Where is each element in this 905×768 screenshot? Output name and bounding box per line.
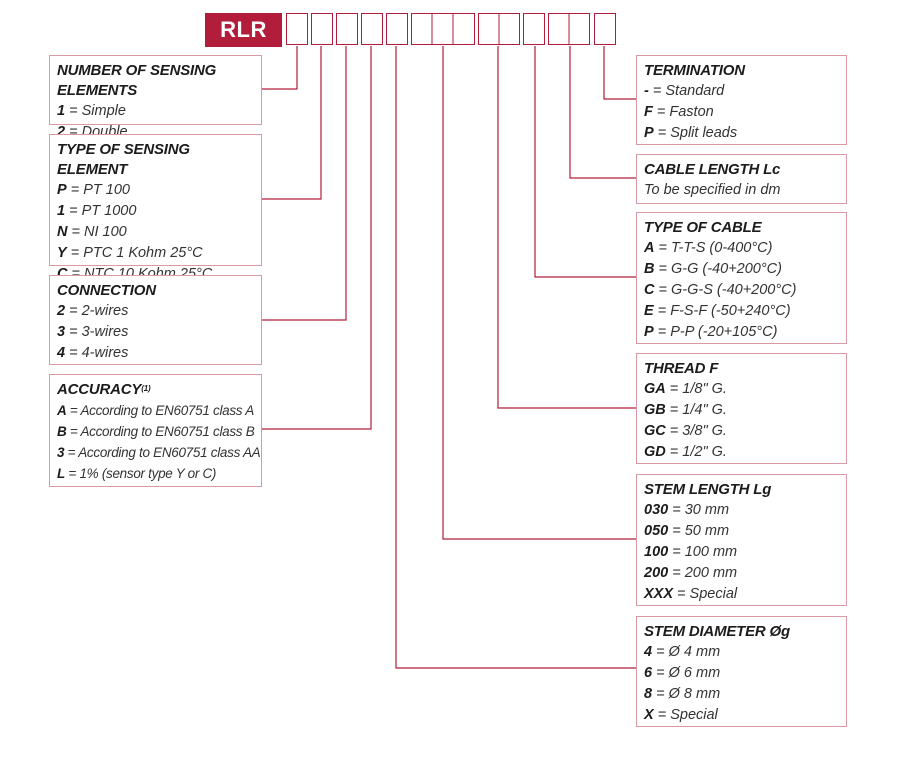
option-row: 2 = 2-wires — [57, 303, 129, 319]
box-title: TYPE OF CABLE — [644, 219, 762, 236]
box-type-of-sensing-element: TYPE OF SENSING ELEMENT P = PT 100 1 = P… — [49, 134, 262, 282]
option-row: 3 = According to EN60751 class AA — [57, 445, 261, 460]
option-row: GC = 3/8" G. — [644, 423, 727, 439]
product-code-prefix: RLR — [205, 13, 282, 47]
box-accuracy: ACCURACY(1) A = According to EN60751 cla… — [49, 374, 262, 487]
option-row: A = According to EN60751 class A — [57, 403, 254, 418]
option-row: 3 = 3-wires — [57, 324, 129, 340]
box-title: ACCURACY(1) — [57, 381, 151, 398]
option-row: A = T-T-S (0-400°C) — [644, 240, 773, 256]
wire-stem-length — [442, 46, 636, 540]
box-stem-diameter: STEM DIAMETER Øg 4 = Ø 4 mm 6 = Ø 6 mm 8… — [636, 616, 847, 727]
box-type-of-cable: TYPE OF CABLE A = T-T-S (0-400°C) B = G-… — [636, 212, 847, 344]
option-row: 1 = PT 1000 — [57, 203, 137, 219]
box-title: STEM DIAMETER Øg — [644, 623, 790, 640]
wire-connection — [262, 46, 347, 321]
code-slot-termination — [594, 13, 616, 45]
code-slot-sensing-type — [311, 13, 333, 45]
wire-cable-type — [534, 46, 636, 278]
code-slot-connection — [336, 13, 358, 45]
option-row: 4 = 4-wires — [57, 345, 129, 361]
option-row: F = Faston — [644, 104, 714, 120]
option-row: B = According to EN60751 class B — [57, 424, 255, 439]
option-row: 8 = Ø 8 mm — [644, 686, 721, 702]
box-title: STEM LENGTH Lg — [644, 481, 772, 498]
box-thread: THREAD F GA = 1/8" G. GB = 1/4" G. GC = … — [636, 353, 847, 464]
option-row: GA = 1/8" G. — [644, 381, 727, 397]
wire-thread — [497, 46, 636, 409]
box-title: NUMBER OF SENSING ELEMENTS — [57, 62, 217, 99]
option-row: P = P-P (-20+105°C) — [644, 324, 778, 340]
option-row: GD = 1/2" G. — [644, 444, 727, 460]
wire-sensing-elements — [262, 46, 298, 90]
option-row: 200 = 200 mm — [644, 565, 738, 581]
option-row: C = G-G-S (-40+200°C) — [644, 282, 797, 298]
box-number-of-sensing-elements: NUMBER OF SENSING ELEMENTS 1 = Simple 2 … — [49, 55, 262, 140]
code-slot-stem-diameter — [386, 13, 408, 45]
option-row: 050 = 50 mm — [644, 523, 730, 539]
code-slot-cable-type — [523, 13, 545, 45]
wire-sensing-type — [262, 46, 322, 200]
option-row: P = Split leads — [644, 125, 738, 141]
wire-termination — [603, 46, 636, 100]
option-row: P = PT 100 — [57, 182, 130, 198]
option-row: GB = 1/4" G. — [644, 402, 727, 418]
option-row: Y = PTC 1 Kohm 25°C — [57, 245, 203, 261]
option-row: 6 = Ø 6 mm — [644, 665, 721, 681]
option-row: L = 1% (sensor type Y or C) — [57, 466, 217, 481]
code-slot-accuracy — [361, 13, 383, 45]
option-row: X = Special — [644, 707, 718, 723]
code-slot-sensing-elements — [286, 13, 308, 45]
option-row: 1 = Simple — [57, 103, 126, 119]
wire-stem-diameter — [395, 46, 636, 669]
box-stem-length: STEM LENGTH Lg 030 = 30 mm 050 = 50 mm 1… — [636, 474, 847, 606]
box-termination: TERMINATION - = Standard F = Faston P = … — [636, 55, 847, 145]
box-title: TYPE OF SENSING ELEMENT — [57, 141, 190, 178]
option-row: - = Standard — [644, 83, 725, 99]
option-row: XXX = Special — [644, 586, 738, 602]
box-title: TERMINATION — [644, 62, 745, 79]
box-title: CABLE LENGTH Lc — [644, 161, 781, 178]
option-row: B = G-G (-40+200°C) — [644, 261, 782, 277]
box-note: To be specified in dm — [644, 182, 781, 198]
wire-cable-length — [569, 46, 636, 179]
slot-dividers — [431, 14, 570, 44]
box-connection: CONNECTION 2 = 2-wires 3 = 3-wires 4 = 4… — [49, 275, 262, 365]
option-row: 100 = 100 mm — [644, 544, 738, 560]
box-cable-length: CABLE LENGTH Lc To be specified in dm — [636, 154, 847, 204]
footnote-marker: (1) — [141, 384, 151, 393]
box-title: CONNECTION — [57, 282, 156, 299]
option-row: 4 = Ø 4 mm — [644, 644, 721, 660]
box-title: THREAD F — [644, 360, 719, 377]
wire-accuracy — [262, 46, 372, 430]
code-slot-stem-length — [411, 13, 475, 45]
option-row: E = F-S-F (-50+240°C) — [644, 303, 791, 319]
option-row: N = NI 100 — [57, 224, 127, 240]
option-row: 030 = 30 mm — [644, 502, 730, 518]
